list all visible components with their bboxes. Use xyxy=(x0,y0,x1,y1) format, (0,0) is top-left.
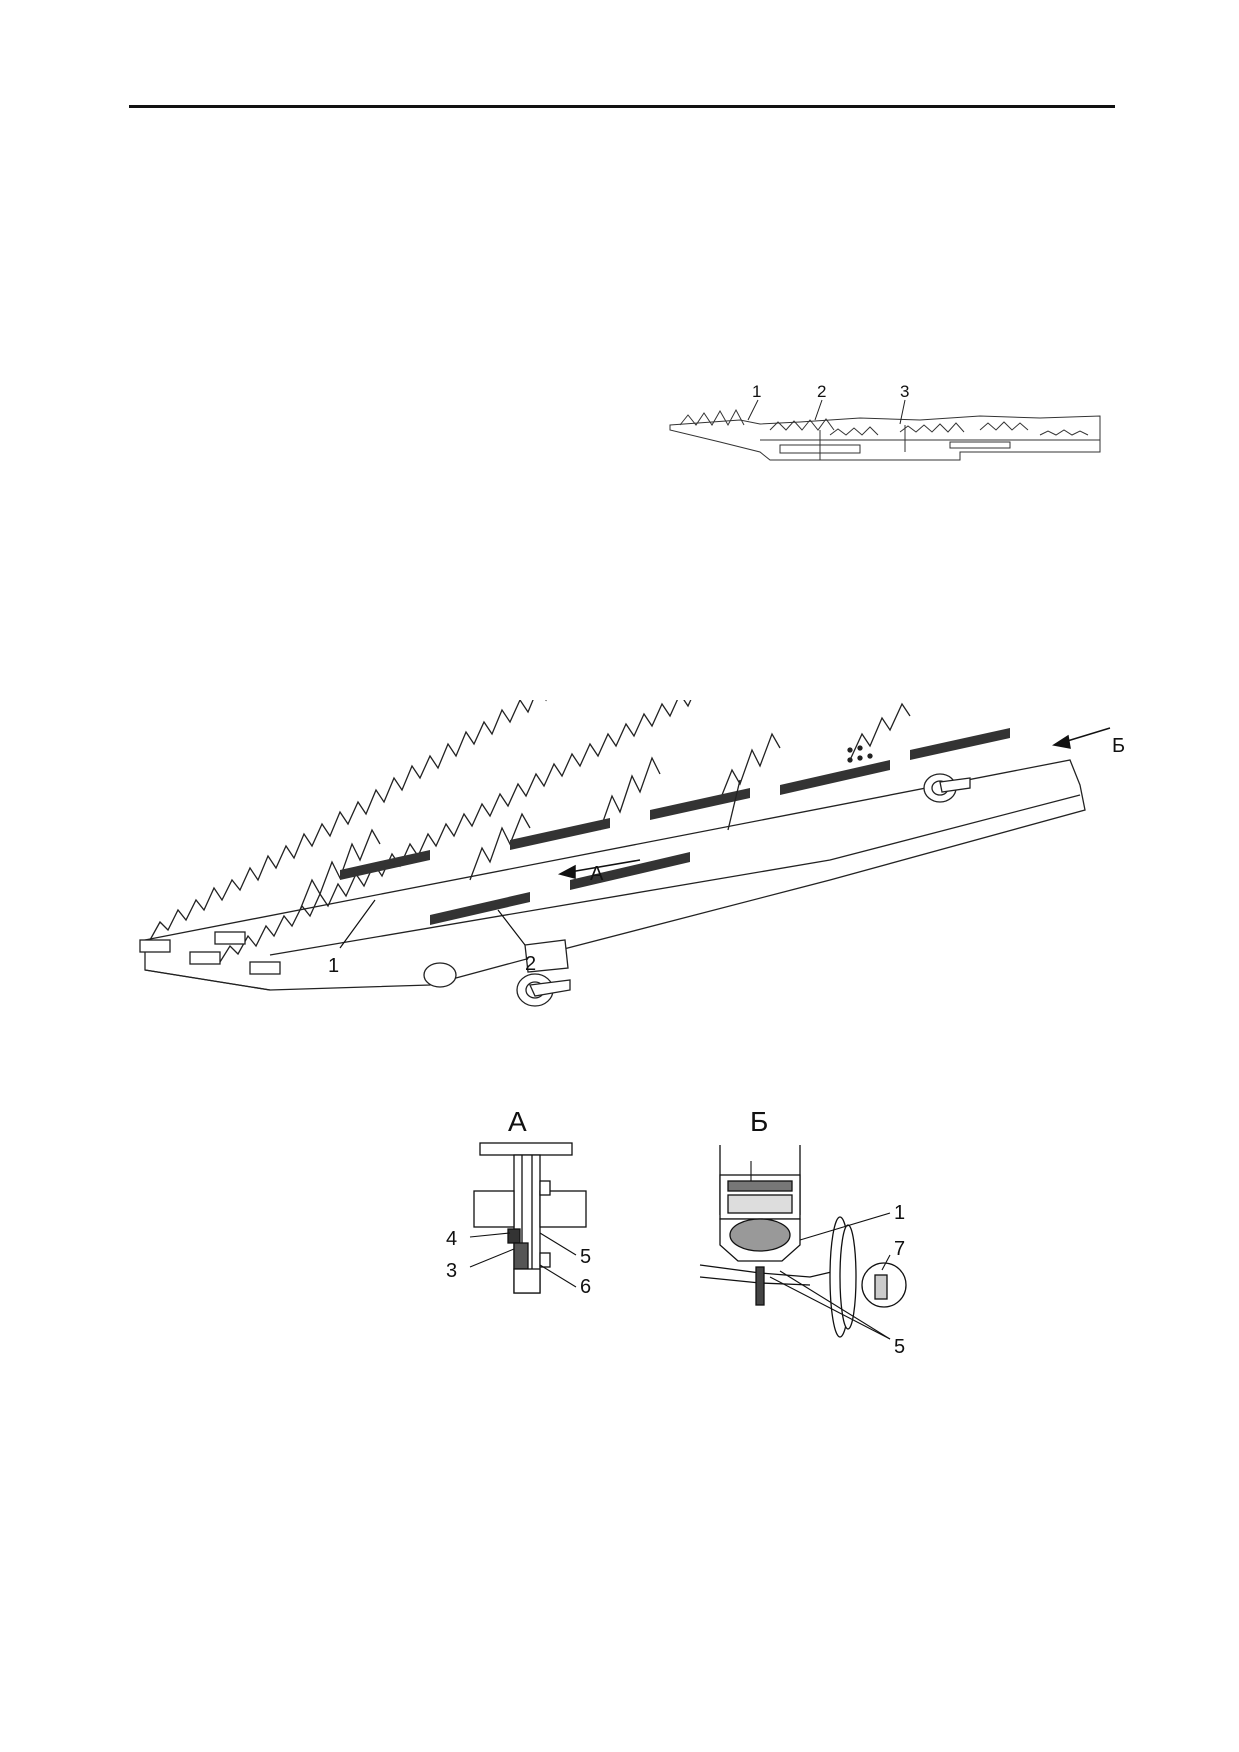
small-callout-2: 2 xyxy=(817,382,826,401)
detail-a-title: А xyxy=(508,1106,527,1137)
detail-a-callout-3: 3 xyxy=(446,1260,457,1282)
small-callout-1: 1 xyxy=(752,382,761,401)
view-arrow-a-label: А xyxy=(590,863,604,885)
detail-b-callout-5: 5 xyxy=(894,1336,905,1358)
view-arrow-b: Б xyxy=(1052,727,1125,757)
small-side-view-figure: 1 2 3 xyxy=(669,382,1101,461)
detail-b-figure: Б 1 7 5 xyxy=(699,1106,907,1358)
detail-b-title: Б xyxy=(750,1106,768,1137)
detail-a-callout-5: 5 xyxy=(580,1246,591,1268)
detail-b-callout-1: 1 xyxy=(894,1202,905,1224)
detail-a-figure: А 4 3 5 6 xyxy=(446,1106,591,1298)
main-isometric-figure: А 1 2 xyxy=(139,700,1086,1007)
view-arrow-b-label: Б xyxy=(1112,735,1125,757)
detail-b-callout-7: 7 xyxy=(894,1238,905,1260)
small-callout-3: 3 xyxy=(900,382,909,401)
detail-a-callout-4: 4 xyxy=(446,1228,457,1250)
header-rule xyxy=(129,105,1115,108)
main-callout-1: 1 xyxy=(328,955,339,977)
detail-a-callout-6: 6 xyxy=(580,1276,591,1298)
main-callout-2: 2 xyxy=(525,953,536,975)
